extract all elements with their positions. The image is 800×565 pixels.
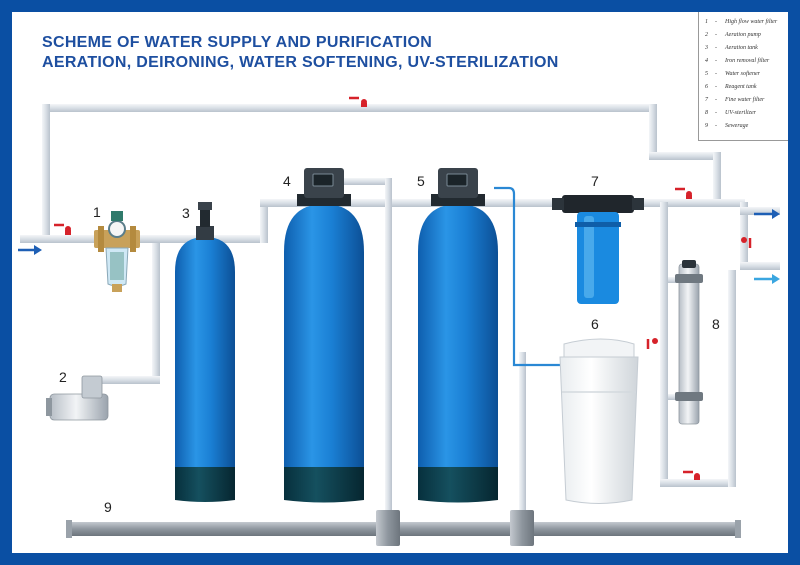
brine-line [494,186,560,367]
inlet-arrow [18,245,42,255]
legend-item: 1-High flow water filter [705,19,778,25]
uv-sterilizer [675,260,703,425]
diagram-title-line2: AERATION, DEIRONING, WATER SOFTENING, UV… [42,54,559,71]
label-9: 9 [104,499,112,515]
legend-item: 3-Aeration tank [705,45,758,51]
legend-item: 4-Iron removal filter [705,58,770,64]
label-7: 7 [591,173,599,189]
legend-box: 1-High flow water filter 2-Aeration pump… [698,12,788,141]
aeration-pump [46,375,109,421]
pipe-network [20,104,780,514]
outlet-arrow-dark [754,209,780,219]
valve-uv-bottom[interactable] [683,470,700,480]
legend-item: 7-Fine water filter [705,97,765,103]
valve-outlet-vertical[interactable] [741,237,752,248]
label-1: 1 [93,204,101,220]
sewerage-pipe [66,510,741,546]
reagent-tank [559,338,639,504]
legend-item: 6-Reagent tank [705,84,757,90]
valves [54,96,752,480]
legend-item: 8-UV-sterilizer [705,110,756,116]
label-6: 6 [591,316,599,332]
label-2: 2 [59,369,67,385]
label-4: 4 [283,173,291,189]
legend-item: 5-Water softener [705,71,760,77]
iron-removal-filter [284,168,364,503]
fine-water-filter [552,195,644,304]
aeration-tank [175,202,235,502]
valve-inlet[interactable] [54,223,71,235]
label-5: 5 [417,173,425,189]
diagram-canvas: SCHEME OF WATER SUPPLY AND PURIFICATION … [12,12,788,553]
legend-item: 2-Aeration pump [705,32,761,38]
high-flow-filter [94,211,140,292]
diagram-title-line1: SCHEME OF WATER SUPPLY AND PURIFICATION [42,34,433,51]
valve-after-filter[interactable] [675,187,692,199]
legend-item: 9-Sewerage [705,123,749,129]
valve-uv-left[interactable] [646,338,658,349]
label-3: 3 [182,205,190,221]
valve-top-bypass[interactable] [349,96,367,107]
outlet-arrow-light [754,274,780,284]
scheme-drawing: 1 2 3 4 5 6 7 8 9 [18,96,780,546]
flow-arrows [18,209,780,284]
label-8: 8 [712,316,720,332]
water-softener [418,168,498,503]
